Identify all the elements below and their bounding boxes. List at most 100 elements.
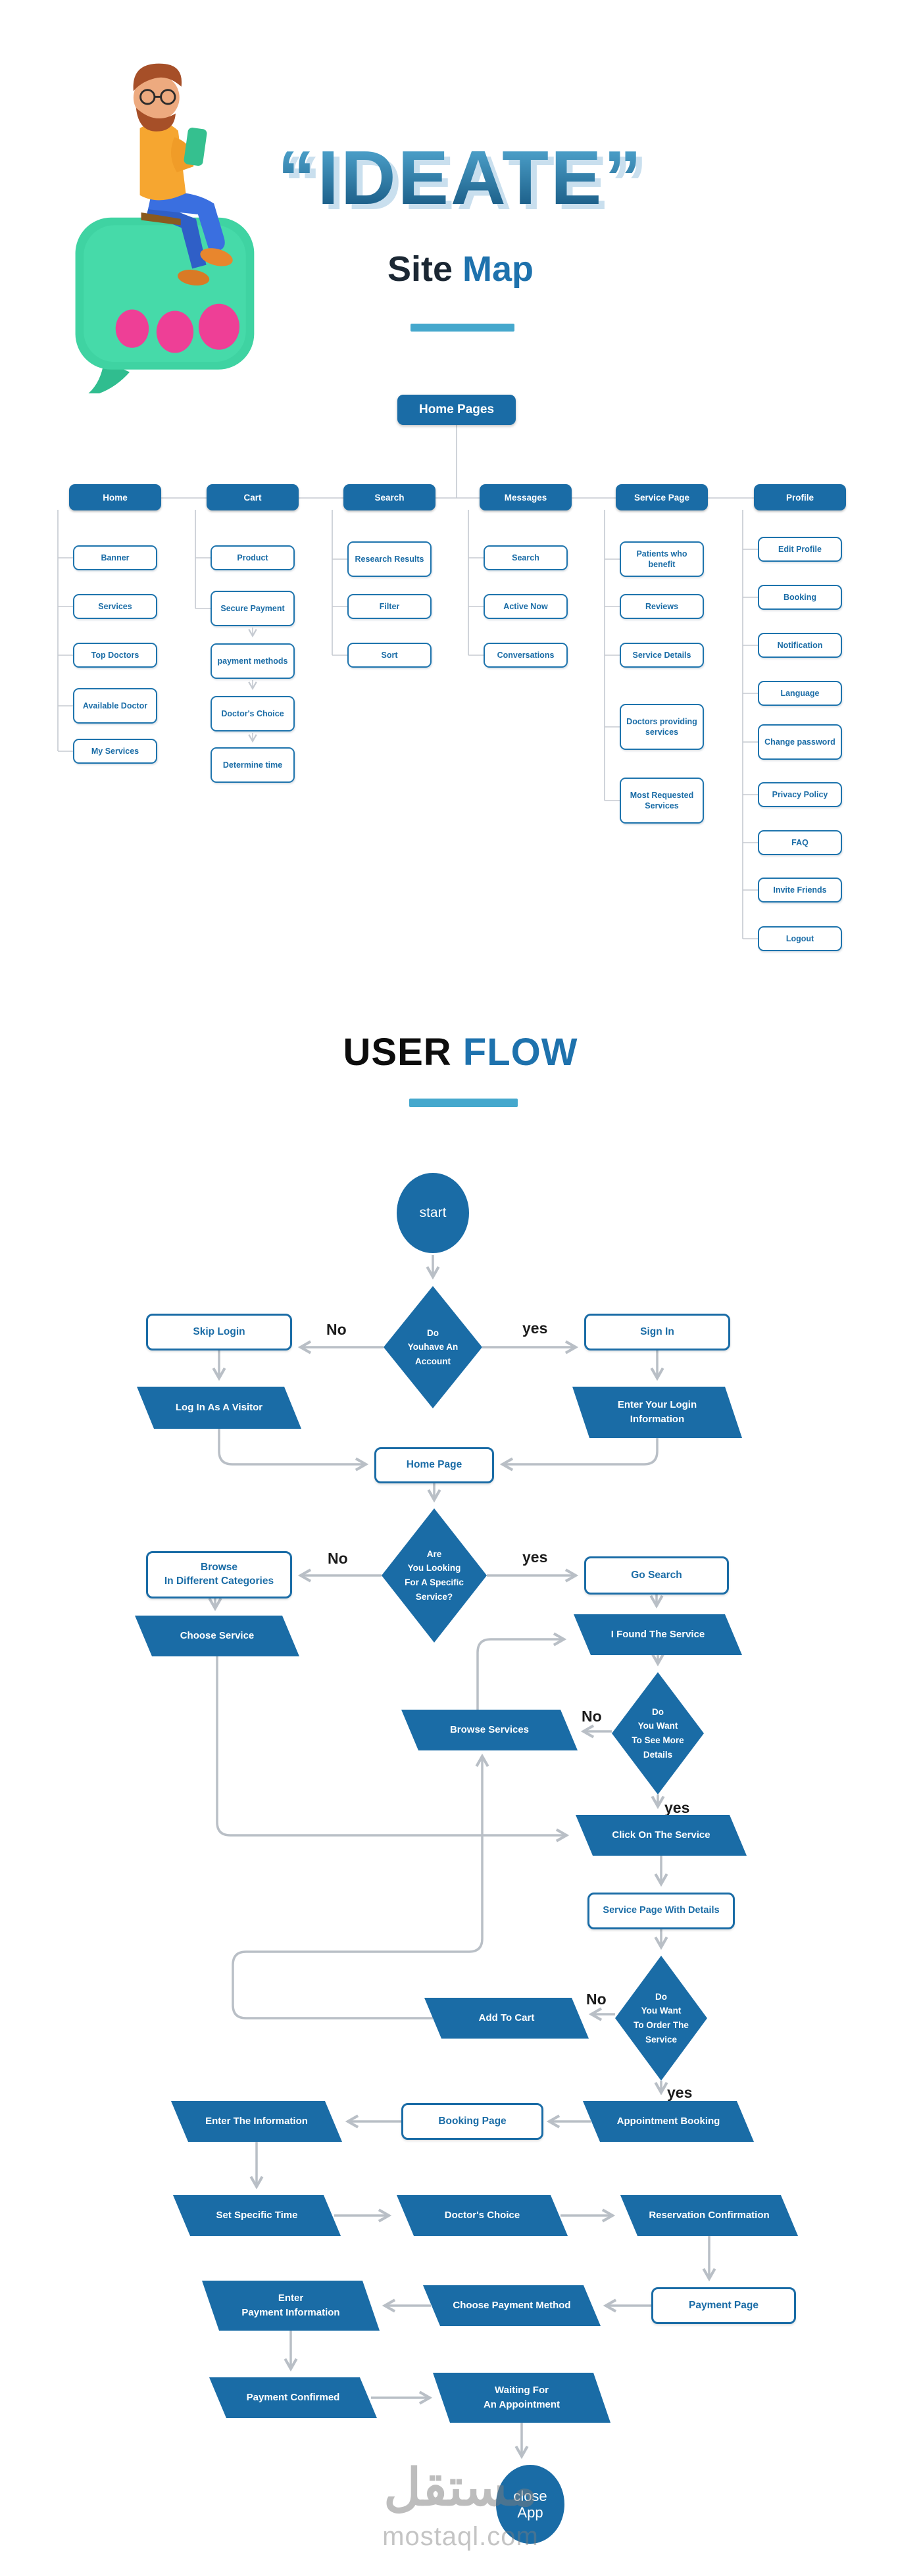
decision-line: You Want — [641, 2006, 682, 2016]
flow-node-enter-login-information: Enter Your Login Information — [572, 1387, 742, 1438]
brand-title-text: “IDEATE” — [0, 139, 921, 216]
flow-start-label: start — [419, 1204, 447, 1220]
node-line: Waiting For — [495, 2385, 549, 2396]
node-line: Payment Information — [241, 2307, 340, 2318]
bubble-dot-3 — [198, 303, 239, 350]
flow-node-go-search: Go Search — [584, 1556, 729, 1595]
node-line: App — [517, 2504, 543, 2521]
sitemap-item-language: Language — [758, 681, 842, 706]
flow-node-service-page-details: Service Page With Details — [587, 1893, 735, 1929]
sitemap-title-dark: Site — [387, 249, 453, 289]
flow-node-payment-page: Payment Page — [651, 2287, 796, 2324]
sitemap-item-patients-who-benefit: Patients who benefit — [620, 541, 704, 577]
flow-label-no: No — [326, 1321, 347, 1338]
sitemap-item-doctors-providing-services: Doctors providing services — [620, 704, 704, 750]
bubble-dot-2 — [156, 310, 194, 353]
decision-line: Service? — [415, 1591, 453, 1602]
flow-node-choose-service: Choose Service — [135, 1616, 299, 1656]
illustration-3d-character — [75, 63, 255, 393]
bubble-dot-1 — [115, 309, 149, 348]
decision-line: For A Specific — [405, 1577, 464, 1587]
decision-line: You Looking — [407, 1563, 461, 1573]
decision-line: Details — [643, 1749, 673, 1760]
flow-node-click-on-service: Click On The Service — [576, 1815, 747, 1856]
node-line: In Different Categories — [164, 1575, 274, 1587]
flow-node-browse-services: Browse Services — [401, 1710, 578, 1750]
sitemap-item-banner: Banner — [73, 545, 157, 570]
sitemap-item-most-requested-services: Most Requested Services — [620, 778, 704, 824]
sitemap-item-determine-time: Determine time — [211, 747, 295, 783]
sitemap-item-booking: Booking — [758, 585, 842, 610]
decision-line: Service — [645, 2034, 678, 2044]
sitemap-item-reviews: Reviews — [620, 594, 704, 619]
sitemap-column-home: Home — [69, 484, 161, 510]
sitemap-item-services: Services — [73, 594, 157, 619]
sitemap-item-my-services: My Services — [73, 739, 157, 764]
node-line: close — [513, 2487, 547, 2504]
sitemap-root-home-pages: Home Pages — [397, 395, 516, 425]
sitemap-column-service-page: Service Page — [616, 484, 708, 510]
flow-node-appointment-booking: Appointment Booking — [583, 2101, 754, 2142]
flow-node-add-to-cart: Add To Cart — [424, 1998, 589, 2039]
sitemap-item-privacy-policy: Privacy Policy — [758, 782, 842, 807]
sitemap-item-product: Product — [211, 545, 295, 570]
flow-node-booking-page: Booking Page — [401, 2103, 543, 2140]
flow-label-yes: yes — [522, 1548, 548, 1566]
flow-label-yes: yes — [664, 1799, 690, 1816]
sitemap-item-active-now: Active Now — [484, 594, 568, 619]
sitemap-item-notification: Notification — [758, 633, 842, 658]
brand-title: “IDEATE” “IDEATE” — [0, 139, 921, 221]
flow-node-sign-in: Sign In — [584, 1314, 730, 1350]
userflow-title-accent: FLOW — [462, 1031, 578, 1074]
node-line: An Appointment — [483, 2399, 560, 2410]
flow-node-set-specific-time: Set Specific Time — [173, 2195, 341, 2236]
decision-line: Do — [655, 1991, 667, 2002]
decision-line: Account — [415, 1356, 451, 1366]
sitemap-item-top-doctors: Top Doctors — [73, 643, 157, 668]
sitemap-item-research-results: Research Results — [347, 541, 432, 577]
flow-node-login-as-visitor: Log In As A Visitor — [137, 1387, 301, 1429]
flow-label-no: No — [328, 1550, 348, 1567]
character-person — [133, 63, 233, 286]
sitemap-item-available-doctor: Available Doctor — [73, 688, 157, 724]
decision-line: To Order The — [634, 2020, 689, 2030]
sitemap-item-sort: Sort — [347, 643, 432, 668]
flow-node-enter-the-information: Enter The Information — [171, 2101, 342, 2142]
sitemap-column-search: Search — [343, 484, 436, 510]
node-line: Information — [630, 1414, 685, 1425]
sitemap-item-secure-payment: Secure Payment — [211, 591, 295, 626]
sitemap-item-conversations: Conversations — [484, 643, 568, 668]
decision-line: Youhave An — [407, 1342, 459, 1352]
sitemap-item-payment-methods: payment methods — [211, 643, 295, 679]
node-line: Browse — [201, 1562, 237, 1573]
sitemap-item-filter: Filter — [347, 594, 432, 619]
sitemap-item-invite-friends: Invite Friends — [758, 878, 842, 903]
decision-line: Do — [427, 1327, 439, 1338]
flow-node-reservation-confirmation: Reservation Confirmation — [620, 2195, 798, 2236]
node-line: Enter Your Login — [617, 1399, 697, 1411]
sitemap-item-change-password: Change password — [758, 724, 842, 760]
sitemap-section-title: Site Map — [0, 249, 921, 289]
userflow-title-underline — [409, 1099, 518, 1107]
flow-node-skip-login: Skip Login — [146, 1314, 292, 1350]
flow-label-no: No — [586, 1991, 607, 2008]
sitemap-item-logout: Logout — [758, 926, 842, 951]
sitemap-column-messages: Messages — [480, 484, 572, 510]
brand-title-shadow: “IDEATE” — [6, 145, 921, 221]
flow-node-waiting-appointment: Waiting For An Appointment — [433, 2373, 610, 2423]
flow-node-payment-confirmed: Payment Confirmed — [209, 2377, 377, 2418]
flow-node-found-service: I Found The Service — [574, 1614, 742, 1655]
flow-node-doctors-choice: Doctor's Choice — [397, 2195, 568, 2236]
flow-node-choose-payment-method: Choose Payment Method — [423, 2285, 601, 2326]
decision-line: Do — [652, 1706, 664, 1717]
watermark-domain: mostaql.com — [382, 2522, 539, 2551]
sitemap-item-service-details: Service Details — [620, 643, 704, 668]
sitemap-title-underline — [411, 324, 514, 332]
flow-node-enter-payment-information: Enter Payment Information — [202, 2281, 380, 2331]
node-line: Enter — [278, 2292, 304, 2304]
watermark-arabic: مستقل — [384, 2458, 537, 2516]
decision-line: You Want — [637, 1721, 678, 1731]
flow-node-home-page: Home Page — [374, 1447, 494, 1483]
sitemap-item-faq: FAQ — [758, 830, 842, 855]
